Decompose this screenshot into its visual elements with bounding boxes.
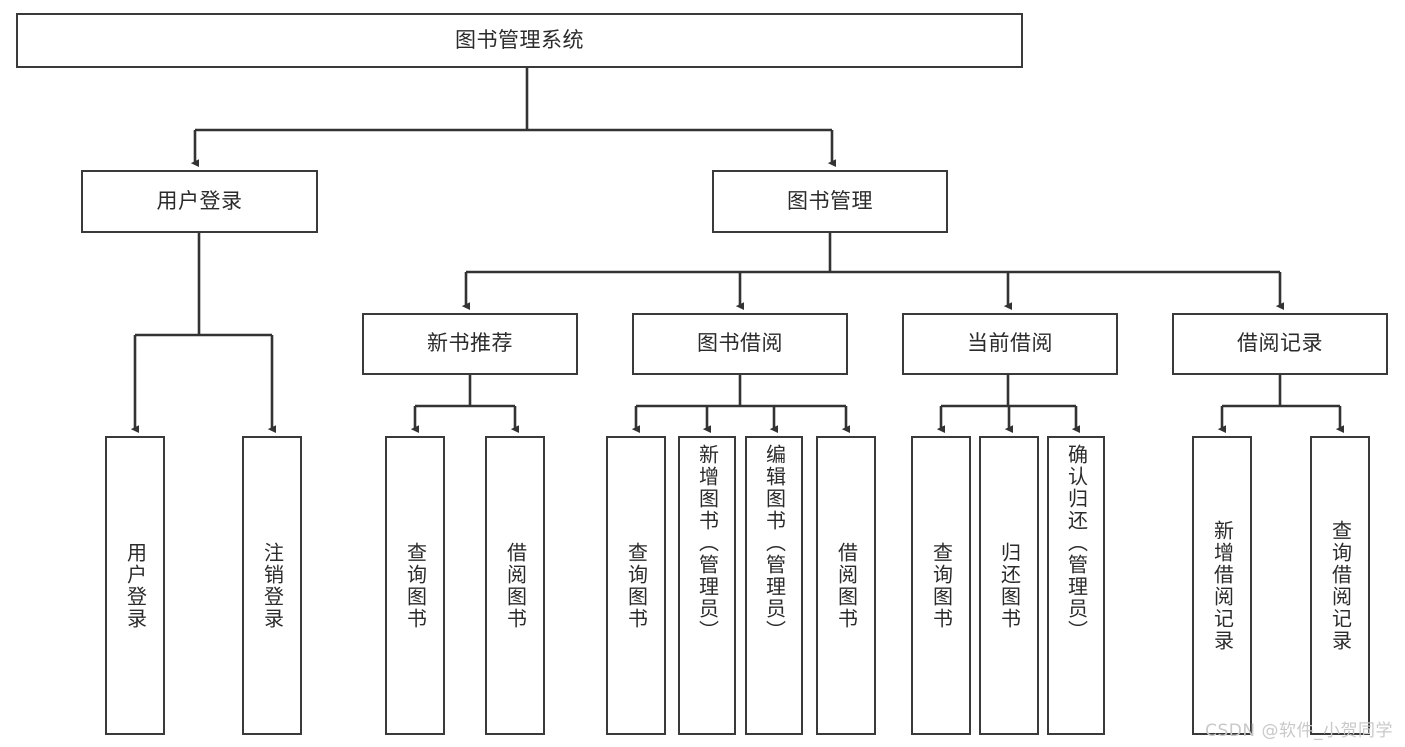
leaf-current-borrow-confirm-return-admin[interactable]: 确认归还（管理员） — [1047, 436, 1105, 735]
leaf-user-login-signin[interactable]: 用户登录 — [105, 436, 165, 735]
node-label: 查询图书 — [929, 541, 954, 630]
leaf-current-borrow-return-book[interactable]: 归还图书 — [979, 436, 1039, 735]
leaf-borrow-record-add-record[interactable]: 新增借阅记录 — [1192, 436, 1252, 735]
node-label: 图书管理系统 — [455, 27, 584, 52]
node-new-book-recommend[interactable]: 新书推荐 — [362, 313, 578, 375]
leaf-new-book-borrow-book[interactable]: 借阅图书 — [485, 436, 545, 735]
node-book-borrow[interactable]: 图书借阅 — [632, 313, 848, 375]
leaf-current-borrow-query-book[interactable]: 查询图书 — [911, 436, 971, 735]
node-book-management[interactable]: 图书管理 — [712, 170, 948, 233]
node-current-borrow[interactable]: 当前借阅 — [902, 313, 1118, 375]
node-label: 注销登录 — [260, 541, 285, 630]
node-label: 借阅图书 — [503, 541, 528, 630]
node-label: 查询图书 — [624, 541, 649, 630]
node-label: 归还图书 — [997, 541, 1022, 630]
node-label: 借阅图书 — [834, 541, 859, 630]
leaf-book-borrow-query-book[interactable]: 查询图书 — [606, 436, 666, 735]
node-root-book-management-system[interactable]: 图书管理系统 — [16, 13, 1023, 68]
node-label: 编辑图书（管理员） — [762, 444, 787, 642]
node-label: 查询图书 — [403, 541, 428, 630]
node-label: 用户登录 — [156, 188, 243, 213]
node-label: 图书借阅 — [697, 331, 783, 356]
node-label: 新增借阅记录 — [1210, 519, 1235, 652]
node-label: 当前借阅 — [967, 331, 1053, 356]
node-label: 查询借阅记录 — [1328, 519, 1353, 652]
leaf-user-login-signout[interactable]: 注销登录 — [242, 436, 302, 735]
leaf-borrow-record-query-record[interactable]: 查询借阅记录 — [1310, 436, 1370, 735]
node-borrow-record[interactable]: 借阅记录 — [1172, 313, 1388, 375]
node-label: 新增图书（管理员） — [695, 444, 720, 642]
leaf-new-book-query-book[interactable]: 查询图书 — [385, 436, 445, 735]
node-label: 新书推荐 — [427, 331, 513, 356]
node-label: 确认归还（管理员） — [1064, 444, 1089, 642]
leaf-book-borrow-edit-book-admin[interactable]: 编辑图书（管理员） — [745, 436, 803, 735]
node-label: 图书管理 — [787, 188, 873, 213]
leaf-book-borrow-borrow-book[interactable]: 借阅图书 — [816, 436, 876, 735]
node-user-login[interactable]: 用户登录 — [81, 170, 318, 233]
leaf-book-borrow-add-book-admin[interactable]: 新增图书（管理员） — [678, 436, 736, 735]
node-label: 借阅记录 — [1237, 331, 1323, 356]
node-label: 用户登录 — [123, 541, 148, 630]
